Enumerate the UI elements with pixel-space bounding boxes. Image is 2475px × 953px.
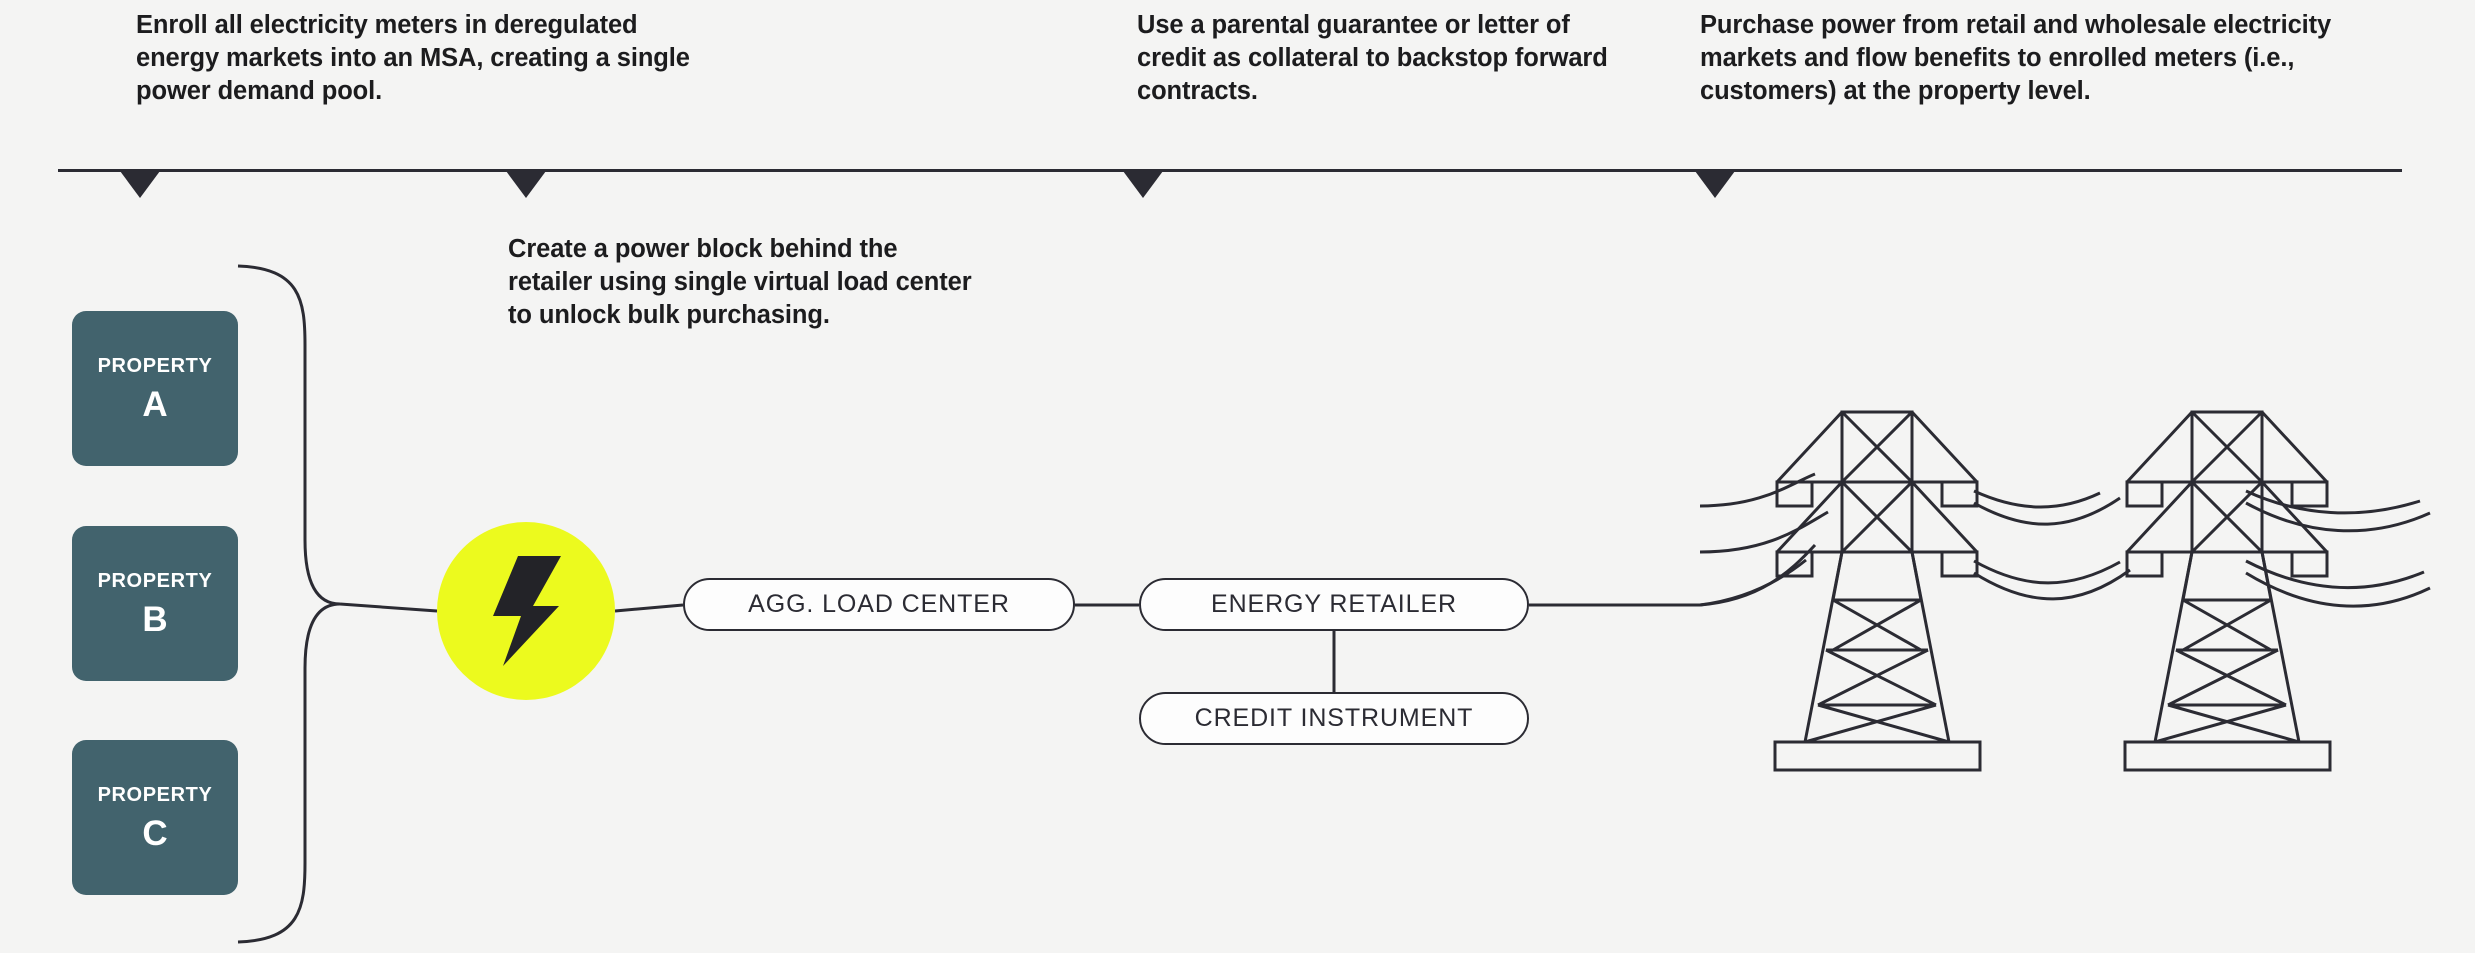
divider-rule [58,169,2402,172]
transmission-wires [1699,472,2431,608]
lightning-bolt-icon [489,554,563,668]
property-card-letter: C [142,813,168,853]
property-card-letter: A [142,384,168,424]
callout-note-2: Use a parental guarantee or letter of cr… [1137,11,1608,105]
property-card-c[interactable]: PROPERTY C [72,740,238,895]
property-card-letter: B [142,599,168,639]
callout-note-1: Enroll all electricity meters in deregul… [136,11,690,105]
transmission-tower-1 [1773,410,1982,772]
property-card-kicker: PROPERTY [97,783,213,806]
callout-note-3: Purchase power from retail and wholesale… [1700,11,2332,105]
callout-note-mid: Create a power block behind the retailer… [508,235,972,329]
down-arrow-marker-2 [506,171,546,198]
property-card-b[interactable]: PROPERTY B [72,526,238,681]
property-card-kicker: PROPERTY [97,354,213,377]
property-brace-path [237,264,341,944]
property-card-a[interactable]: PROPERTY A [72,311,238,466]
node-credit-instrument[interactable]: CREDIT INSTRUMENT [1139,692,1529,745]
down-arrow-marker-4 [1695,171,1735,198]
bolt-to-agg-line [614,603,684,613]
node-agg-load-center[interactable]: AGG. LOAD CENTER [683,578,1075,631]
brace-to-bolt-line [339,602,438,613]
down-arrow-marker-3 [1123,171,1163,198]
node-energy-retailer[interactable]: ENERGY RETAILER [1139,578,1529,631]
power-node-bolt-circle[interactable] [437,522,615,700]
property-card-kicker: PROPERTY [97,569,213,592]
transmission-tower-2 [2123,410,2332,772]
down-arrow-marker-1 [120,171,160,198]
